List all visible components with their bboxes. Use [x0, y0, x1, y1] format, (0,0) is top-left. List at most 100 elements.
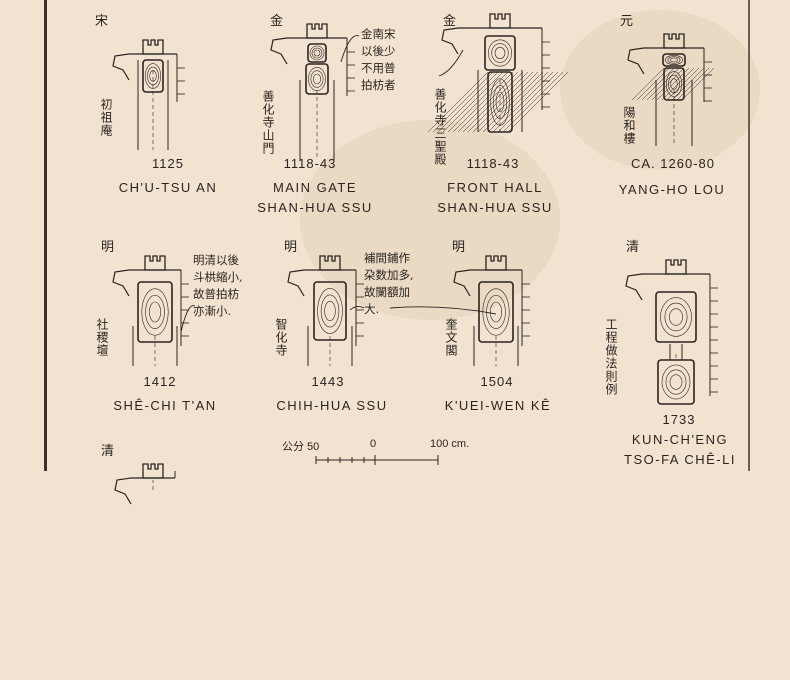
chinese-building-name: 陽和樓 [622, 106, 636, 145]
building-name-line-1: CHIH-HUA SSU [276, 398, 388, 413]
dynasty-label: 明 [101, 240, 115, 255]
bracket-profile [270, 37, 288, 65]
building-name-line-1: CH'U-TSU AN [118, 180, 218, 195]
chinese-building-name: 工程做法則例 [604, 318, 618, 396]
bracket-section-drawing [627, 33, 715, 146]
detail-unit-shan-hua-main-gate: 金 善化寺山門 金南宋 以後少 不用普 拍枋者 1118-43 MAIN GAT… [255, 10, 425, 240]
scale-label-50: 公分 50 [282, 441, 320, 453]
cap-block [142, 463, 164, 479]
detail-unit-chu-tsu-an: 宋 初祖庵 1125 CH'U-TSU AN [95, 10, 265, 240]
bracket-section-drawing [114, 463, 176, 505]
chinese-building-name: 社稷壇 [95, 318, 109, 357]
bracket-section-drawing [453, 255, 530, 366]
bracket-profile [114, 477, 132, 505]
drawing-sheet: 宋 初祖庵 1125 CH'U-TSU AN 金 善化寺山門 金南宋 以後少 不… [44, 0, 770, 505]
wood-grain [660, 297, 692, 337]
date-label: 1443 [311, 374, 345, 389]
wood-grain [661, 364, 691, 400]
leader-line [389, 306, 497, 315]
dynasty-label: 元 [620, 14, 634, 29]
cap-block [665, 259, 687, 275]
cap-block [663, 33, 685, 49]
leader-line [340, 35, 360, 63]
scale-bar: 公分 50 0 100 cm. [268, 438, 508, 471]
building-name-line-2: SHAN-HUA SSU [437, 200, 553, 215]
building-name-line-1: MAIN GATE [272, 180, 358, 195]
chinese-building-name: 奎文閣 [444, 318, 458, 357]
dynasty-label: 清 [101, 444, 115, 459]
paper-stain [300, 120, 560, 320]
detail-unit-partial: 清 [95, 440, 265, 505]
building-name-line-1: FRONT HALL [447, 180, 543, 195]
bracket-section-drawing [112, 39, 185, 150]
bracket-section-drawing [625, 259, 718, 405]
annotation-note: 明清以後 斗栱縮小, 故普拍枋 亦漸小. [193, 253, 243, 318]
wood-grain [488, 39, 512, 67]
building-name-line-2: SHAN-HUA SSU [257, 200, 373, 215]
date-label: 1125 [152, 156, 184, 171]
bracket-profile [287, 269, 305, 297]
building-name-line-1: SHÊ-CHI T'AN [113, 398, 217, 413]
building-name-line-1: YANG-HO LOU [618, 182, 726, 197]
leader-line [180, 305, 196, 333]
bracket-profile [112, 53, 130, 81]
beam-section [484, 35, 516, 71]
detail-unit-kuei-wen-ke: 明 奎文閣 1504 K'UEI-WEN KÊ [389, 236, 600, 466]
chinese-building-name: 善化寺山門 [261, 90, 275, 155]
cap-block [319, 255, 341, 271]
scale-label-100cm: 100 cm. [430, 438, 470, 450]
cap-block [144, 255, 166, 271]
bracket-profile [453, 269, 471, 297]
cap-block [485, 255, 507, 271]
wood-grain [631, 67, 715, 101]
beam-section [478, 281, 514, 343]
bracket-profile [625, 273, 643, 301]
bracket-section-drawing [427, 13, 569, 133]
bracket-profile [441, 27, 459, 55]
wood-grain [141, 288, 169, 336]
date-label: 1504 [480, 374, 514, 389]
date-label: 1118-43 [466, 156, 520, 171]
cap-block [142, 39, 164, 55]
scale-label-zero: 0 [370, 438, 377, 450]
detail-unit-kung-cheng-tso-fa: 清 工程做法則例 1733 KUN-CH'ENG TSO-FA CHÊ-LI [600, 236, 770, 467]
bracket-section-drawing [270, 23, 355, 160]
date-label: 1733 [662, 412, 696, 427]
building-name-line-2: TSO-FA CHÊ-LI [624, 452, 736, 467]
scale-bar-graphic [315, 455, 439, 465]
wood-grain [427, 71, 569, 133]
bracket-profile [627, 47, 645, 75]
dynasty-label: 宋 [95, 14, 109, 29]
chinese-building-name: 善化寺三聖殿 [433, 88, 447, 166]
cap-block [489, 13, 511, 29]
building-name-line-1: K'UEI-WEN KÊ [444, 398, 552, 413]
dynasty-label: 明 [452, 240, 466, 255]
detail-unit-shan-hua-front-hall: 金 善化寺三聖殿 1118-43 FRONT HALL SHAN-HUA SSU [425, 10, 595, 240]
bracket-section-drawing [112, 255, 189, 366]
date-label: 1412 [143, 374, 177, 389]
bracket-section-drawing [287, 255, 364, 366]
bracket-profile [112, 269, 130, 297]
leader-line [349, 305, 365, 311]
wood-grain [309, 45, 325, 61]
dynasty-label: 金 [270, 14, 284, 29]
detail-unit-yang-ho-lou: 元 陽和樓 CA. 1260-80 YANG-HO LOU [600, 10, 770, 240]
paper-stain [560, 10, 760, 170]
dynasty-label: 金 [443, 14, 457, 29]
beam-section [657, 359, 695, 405]
dynasty-label: 明 [284, 240, 298, 255]
leader-line [438, 49, 464, 77]
wood-grain [317, 288, 343, 334]
building-name-line-1: KUN-CH'ENG [631, 432, 729, 447]
annotation-note: 金南宋 以後少 不用普 拍枋者 [361, 27, 396, 92]
beam-section [137, 281, 173, 343]
detail-unit-chih-hua-ssu: 明 智化寺 補間鋪作 朶数加多, 故闌額加 大. 1443 CHIH-HUA S… [270, 236, 440, 466]
date-label: 1118-43 [283, 156, 337, 171]
wood-grain [665, 55, 683, 65]
chinese-building-name: 初祖庵 [99, 98, 113, 137]
dynasty-label: 清 [626, 240, 640, 255]
detail-unit-she-chi-tan: 明 社稷壇 明清以後 斗栱縮小, 故普拍枋 亦漸小. 1412 SHÊ-CHI … [95, 236, 265, 466]
frame-border-left [44, 0, 47, 471]
beam-section [307, 43, 327, 63]
date-label: CA. 1260-80 [631, 156, 715, 171]
